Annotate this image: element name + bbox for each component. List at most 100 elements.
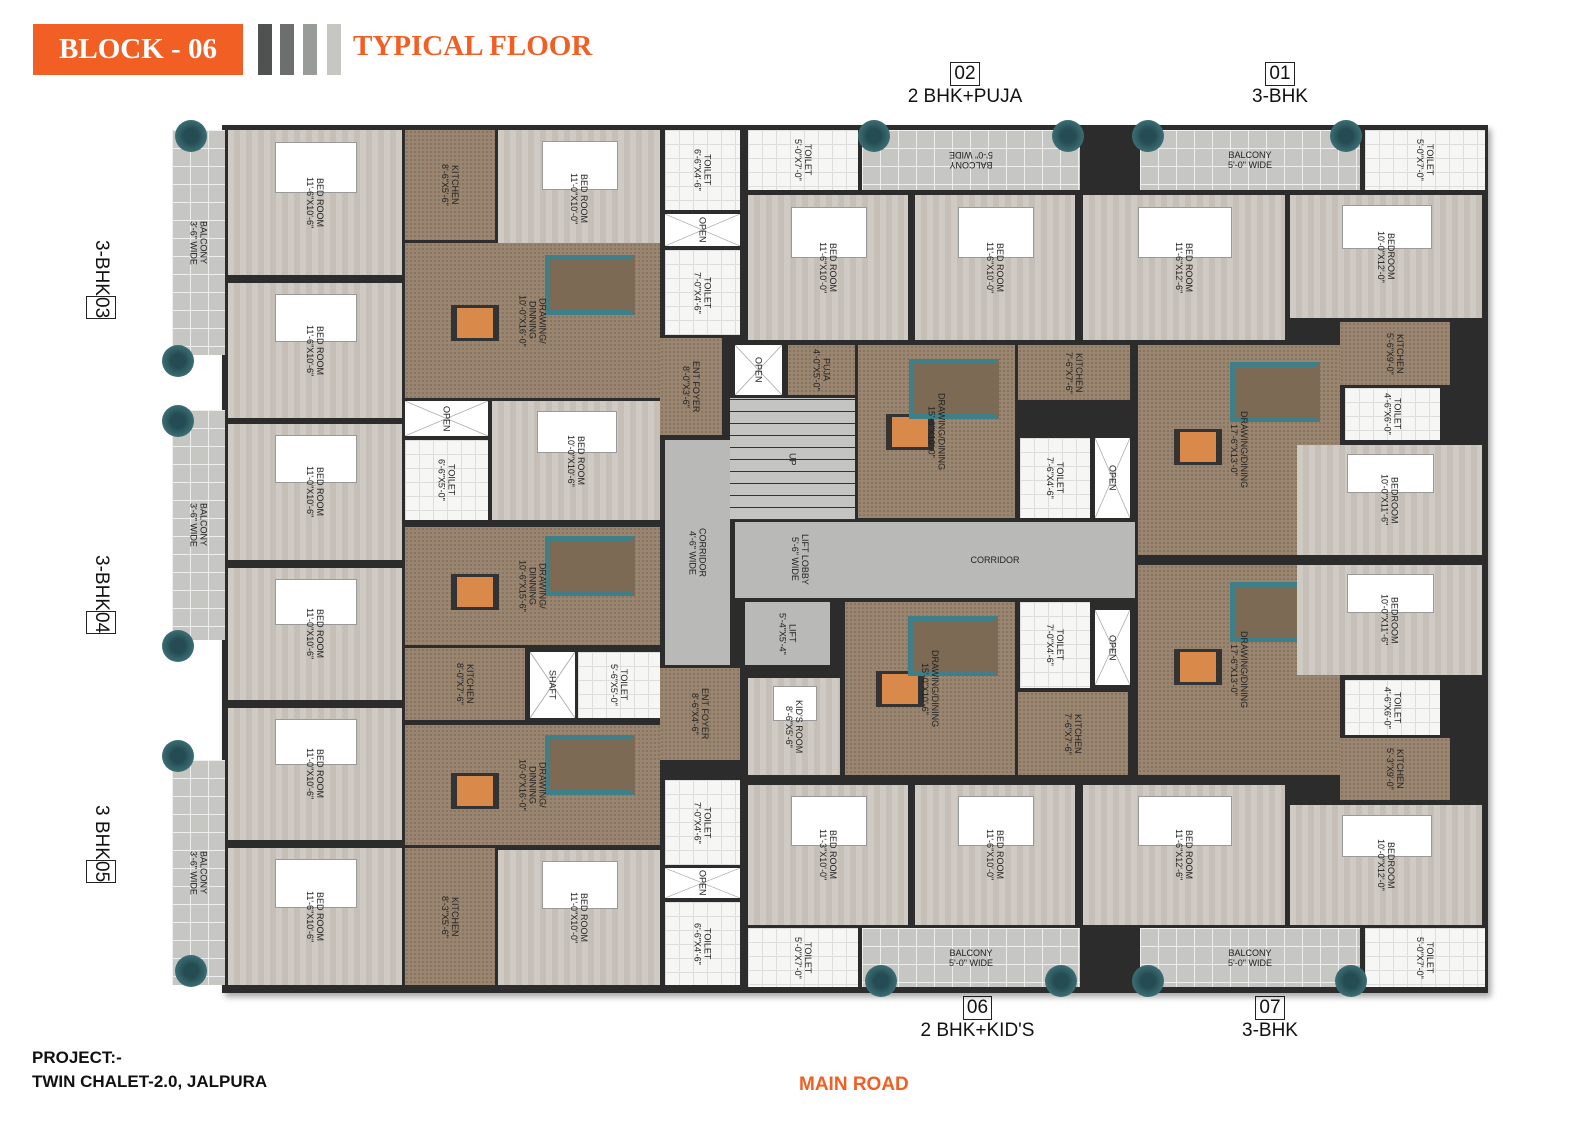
tree-icon bbox=[162, 630, 194, 662]
room-drawing-dining: DRAWING/DINING 15'-0"X10'-6" bbox=[845, 602, 1015, 775]
room-kitchen: KITCHEN 8'-6"X5'-6" bbox=[405, 130, 495, 240]
dining-table-icon bbox=[1174, 429, 1223, 465]
bed-icon bbox=[958, 206, 1034, 258]
room-label: ENT FOYER 8'-0"X3'-6" bbox=[681, 360, 701, 413]
unit-number: 03 bbox=[86, 295, 116, 320]
room-balcony: BALCONY 3'-6" WIDE bbox=[172, 760, 225, 985]
bed-icon bbox=[274, 293, 357, 342]
tree-icon bbox=[162, 405, 194, 437]
room-kitchen: KITCHEN 7'-6"X7'-6" bbox=[1018, 692, 1128, 775]
bed-icon bbox=[772, 685, 818, 721]
sofa-icon bbox=[544, 255, 635, 316]
room-balcony: BALCONY 5'-0" WIDE bbox=[862, 130, 1080, 190]
bed-icon bbox=[274, 718, 357, 766]
room-puja-room: PUJA 4'-0"X5'-0" bbox=[788, 345, 855, 395]
room-label: BEDROOM 10'-0"X11'-6" bbox=[1379, 474, 1400, 526]
unit-number: 01 bbox=[1265, 62, 1295, 86]
room-label: DRAWING/ DINNING 10'-0"X16'-0" bbox=[517, 759, 548, 811]
tree-icon bbox=[175, 955, 207, 987]
tree-icon bbox=[1335, 965, 1367, 997]
bed-icon bbox=[1137, 206, 1233, 258]
room-label: BALCONY 5'-0" WIDE bbox=[1228, 150, 1272, 170]
room-toilet: TOILET 6'-6"X4'-6" bbox=[665, 902, 740, 985]
room-corridor: CORRIDOR bbox=[735, 522, 1135, 598]
block-badge: BLOCK - 06 bbox=[33, 24, 243, 75]
room-entrance-foyer: ENT FOYER 8'-6"X4'-6" bbox=[660, 668, 740, 760]
page-title: TYPICAL FLOOR bbox=[353, 30, 593, 62]
room-label: KITCHEN 8'-3"X5'-6" bbox=[440, 895, 460, 938]
dining-table-icon bbox=[450, 305, 499, 341]
room-label: TOILET 6'-6"X4'-6" bbox=[692, 149, 713, 191]
room-label: KITCHEN 8'-6"X5'-6" bbox=[440, 164, 460, 206]
decor-bar bbox=[327, 24, 341, 75]
room-label: TOILET 5'-0"X7'-0" bbox=[793, 936, 813, 979]
room-label: BED ROOM 11'-0"X10'-6" bbox=[305, 748, 325, 800]
room-bedroom: BED ROOM 11'-0"X10'-0" bbox=[498, 850, 660, 985]
bed-icon bbox=[274, 578, 357, 626]
room-balcony: BALCONY 5'-0" WIDE bbox=[1140, 928, 1360, 987]
tree-icon bbox=[162, 345, 194, 377]
dining-table-icon bbox=[875, 671, 924, 708]
room-label: BALCONY 3'-6" WIDE bbox=[188, 503, 209, 547]
room-label: OPEN bbox=[753, 357, 764, 383]
room-kitchen: KITCHEN 7'-6"X7'-6" bbox=[1018, 345, 1130, 400]
room-label: LIFT 5'-4"X5'-4" bbox=[777, 612, 798, 655]
room-label: BALCONY 5'-0" WIDE bbox=[1228, 947, 1272, 968]
decor-bar bbox=[258, 24, 272, 75]
room-label: DRAWING/DINING 17'-6"X13'-0" bbox=[1229, 631, 1249, 709]
room-bedroom: BED ROOM 11'-6"X12'-6" bbox=[1083, 785, 1285, 925]
room-label: KID'S ROOM 8'-6"X5'-6" bbox=[784, 699, 804, 754]
bed-icon bbox=[1346, 573, 1435, 614]
room-label: OPEN bbox=[697, 870, 708, 896]
room-bedroom: BED ROOM 11'-6"X10'-0" bbox=[748, 195, 908, 340]
unit-label-03: 3-BHK03 bbox=[86, 240, 116, 320]
room-label: KITCHEN 5'-3"X9'-0" bbox=[1385, 748, 1405, 790]
tree-icon bbox=[1132, 120, 1164, 152]
room-label: BED ROOM 11'-6"X10'-0" bbox=[818, 241, 838, 294]
room-label: ENT FOYER 8'-6"X4'-6" bbox=[690, 688, 710, 740]
tree-icon bbox=[1052, 120, 1084, 152]
room-bedroom: BED ROOM 10'-0"X10'-6" bbox=[492, 401, 660, 520]
room-label: DRAWING/DINING 17'-6"X13'-0" bbox=[1229, 411, 1249, 489]
room-lift: LIFT 5'-4"X5'-4" bbox=[745, 602, 830, 665]
unit-number: 06 bbox=[962, 996, 993, 1020]
room-label: BED ROOM 11'-3"X10'-0" bbox=[818, 829, 838, 881]
room-label: KITCHEN 7'-6"X7'-6" bbox=[1064, 351, 1084, 394]
room-open-shaft: OPEN bbox=[405, 401, 488, 436]
room-drawing-dining: DRAWING/ DINNING 10'-0"X16'-0" bbox=[405, 725, 660, 845]
room-label: TOILET 7'-6"X4'-6" bbox=[1045, 457, 1065, 499]
room-toilet: TOILET 5'-0"X7'-0" bbox=[1365, 130, 1485, 190]
room-toilet: TOILET 5'-0"X7'-0" bbox=[748, 928, 858, 987]
bed-icon bbox=[958, 796, 1034, 846]
room-label: TOILET 5'-6"X5'-0" bbox=[609, 664, 629, 706]
room-label: OPEN bbox=[697, 217, 708, 243]
room-label: BED ROOM 11'-6"X10'-0" bbox=[985, 829, 1005, 881]
room-drawing-dining: DRAWING/DINING 15'-6"X10'-0" bbox=[858, 345, 1015, 518]
room-label: BEDROOM 10'-0"X12'-0" bbox=[1376, 230, 1396, 283]
room-kitchen: KITCHEN 8'-3"X5'-6" bbox=[405, 848, 495, 985]
room-label: DRAWING/ DINNING 10'-6"X15'-6" bbox=[517, 560, 548, 612]
room-label: BALCONY 3'-6" WIDE bbox=[188, 220, 209, 265]
room-kitchen: KITCHEN 5'-3"X9'-0" bbox=[1340, 738, 1450, 800]
bed-icon bbox=[537, 410, 617, 453]
room-label: BED ROOM 11'-6"X10'-6" bbox=[305, 176, 325, 229]
room-balcony: BALCONY 5'-0" WIDE bbox=[862, 928, 1080, 987]
unit-type: 2 BHK+PUJA bbox=[907, 86, 1023, 107]
room-open-shaft: OPEN bbox=[735, 345, 782, 395]
room-label: DRAWING/DINING 15'-6"X10'-0" bbox=[926, 392, 947, 471]
room-toilet: TOILET 6'-6"X5'-0" bbox=[405, 440, 488, 520]
room-balcony: BALCONY 5'-0" WIDE bbox=[1140, 130, 1360, 190]
room-bedroom: BEDROOM 10'-0"X12'-0" bbox=[1290, 195, 1482, 318]
dining-table-icon bbox=[1174, 649, 1223, 685]
room-label: BED ROOM 11'-0"X10'-6" bbox=[305, 608, 325, 660]
room-label: BED ROOM 11'-0"X10'-0" bbox=[569, 173, 589, 225]
room-bedroom: BED ROOM 11'-0"X10'-6" bbox=[228, 568, 402, 700]
room-entrance-foyer: ENT FOYER 8'-0"X3'-6" bbox=[660, 338, 722, 435]
bed-icon bbox=[541, 860, 619, 909]
bed-icon bbox=[541, 141, 619, 190]
room-label: TOILET 4'-6"X6'-0" bbox=[1382, 393, 1403, 435]
room-label: BED ROOM 11'-6"X10'-6" bbox=[305, 324, 325, 377]
